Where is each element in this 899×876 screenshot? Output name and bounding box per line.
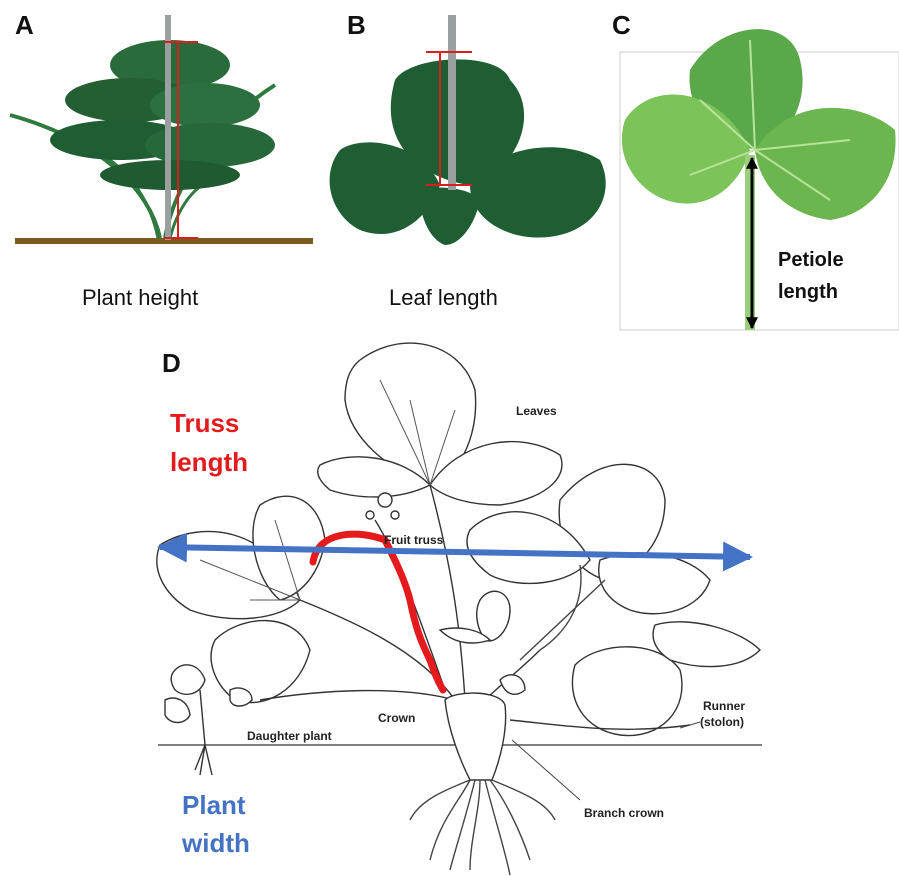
- panel-letter-d: D: [162, 348, 181, 379]
- label-petiole: Petiole: [778, 244, 844, 276]
- panel-d-illustration: [157, 343, 762, 875]
- part-label-branch-crown: Branch crown: [584, 806, 664, 820]
- caption-leaf-length: Leaf length: [389, 285, 498, 311]
- panel-c-illustration: [620, 29, 899, 330]
- label-truss: Truss: [170, 404, 239, 442]
- caption-plant-height: Plant height: [82, 285, 198, 311]
- label-truss-length: length: [170, 443, 248, 481]
- label-plant: Plant: [182, 786, 246, 824]
- ruler-a: [165, 15, 171, 240]
- panel-a-illustration: [10, 15, 313, 244]
- ruler-b: [448, 15, 456, 190]
- panel-letter-b: B: [347, 10, 366, 41]
- part-label-fruit-truss: Fruit truss: [384, 533, 443, 547]
- panel-letter-c: C: [612, 10, 631, 41]
- label-plant-width: width: [182, 824, 250, 862]
- part-label-crown: Crown: [378, 711, 415, 725]
- part-label-leaves: Leaves: [516, 404, 557, 418]
- part-label-runner: Runner: [703, 699, 745, 713]
- part-label-stolon: (stolon): [700, 715, 744, 729]
- panel-b-illustration: [330, 15, 606, 245]
- part-label-daughter-plant: Daughter plant: [247, 729, 332, 743]
- label-petiole-length: length: [778, 276, 838, 308]
- panel-letter-a: A: [15, 10, 34, 41]
